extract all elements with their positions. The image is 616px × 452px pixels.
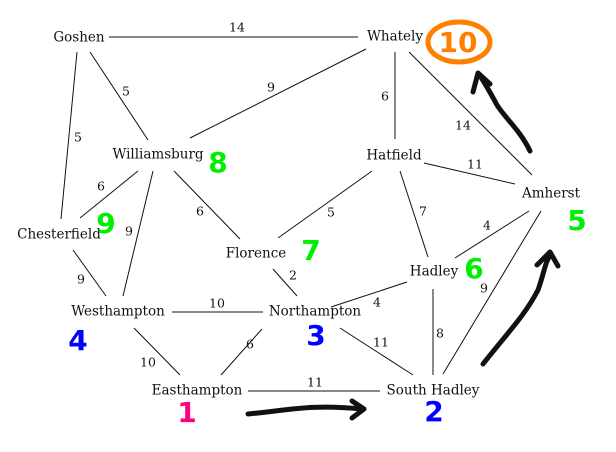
circle-annotation xyxy=(425,19,493,65)
node-williamsburg: Williamsburg xyxy=(112,147,203,163)
edge-weight: 11 xyxy=(467,157,483,172)
edge-weight: 4 xyxy=(373,295,381,310)
edge-line xyxy=(60,51,78,220)
edge-weight: 7 xyxy=(419,204,427,219)
annotation-williamsburg: 8 xyxy=(208,146,227,179)
edge-weight: 6 xyxy=(196,204,204,219)
edge-weight: 4 xyxy=(483,218,491,233)
annotation-westhampton: 4 xyxy=(68,324,87,357)
edge-weight: 10 xyxy=(209,296,225,311)
edge-line xyxy=(133,327,181,376)
edge-line xyxy=(89,51,149,141)
edge-weight: 5 xyxy=(122,84,130,99)
edge-weight: 2 xyxy=(289,268,297,283)
node-chesterfield: Chesterfield xyxy=(17,227,101,243)
node-whately: Whately xyxy=(367,29,423,45)
edge-weight: 9 xyxy=(480,281,488,296)
annotation-hadley: 6 xyxy=(464,252,483,285)
arrow-icon xyxy=(245,398,367,421)
edge-weight: 11 xyxy=(307,375,323,390)
node-hadley: Hadley xyxy=(410,264,459,280)
edge-weight: 9 xyxy=(125,224,133,239)
edge-line xyxy=(277,170,373,239)
annotation-chesterfield: 9 xyxy=(96,207,115,240)
node-westhampton: Westhampton xyxy=(71,304,165,320)
edge-line xyxy=(79,170,139,219)
arrow-icon xyxy=(470,70,533,154)
node-hatfield: Hatfield xyxy=(366,148,422,164)
edge-line xyxy=(423,162,516,185)
edge-line xyxy=(408,51,533,176)
edge-line xyxy=(454,210,530,259)
edge-weight: 14 xyxy=(455,118,471,133)
edge-line xyxy=(189,48,367,139)
edge-line xyxy=(272,268,298,297)
annotation-whately: 10 xyxy=(439,26,478,59)
node-south-hadley: South Hadley xyxy=(387,383,480,399)
edge-line xyxy=(442,210,542,375)
node-florence: Florence xyxy=(226,246,287,262)
node-easthampton: Easthampton xyxy=(152,383,243,399)
edge-line xyxy=(173,170,241,240)
edge-weight: 6 xyxy=(97,179,105,194)
edge-line xyxy=(122,170,154,297)
annotation-northampton: 3 xyxy=(306,319,325,352)
edge-weight: 9 xyxy=(77,272,85,287)
arrow-icon xyxy=(480,249,561,367)
edge-weight: 14 xyxy=(229,20,245,35)
annotation-amherst: 5 xyxy=(567,204,586,237)
node-amherst: Amherst xyxy=(521,186,581,202)
node-goshen: Goshen xyxy=(53,30,105,46)
edge-line xyxy=(72,249,107,297)
edge-line xyxy=(399,170,429,258)
edge-weight: 5 xyxy=(74,130,82,145)
edge-weight: 11 xyxy=(373,335,389,350)
edge-weight: 8 xyxy=(436,326,444,341)
nodes: Goshen Whately Williamsburg Hatfield Amh… xyxy=(17,29,580,399)
edge-weight: 5 xyxy=(327,205,335,220)
edge-line xyxy=(330,281,408,308)
annotations: 10 8 9 7 6 5 4 3 2 1 xyxy=(68,19,587,429)
edge-weight: 6 xyxy=(381,89,389,104)
node-northampton: Northampton xyxy=(269,304,362,320)
edge-line xyxy=(220,328,263,376)
annotation-florence: 7 xyxy=(301,234,320,267)
edge-line xyxy=(339,327,414,376)
edge-weight: 9 xyxy=(267,80,275,95)
annotation-easthampton: 1 xyxy=(177,396,196,429)
edge-weight: 10 xyxy=(140,355,156,370)
annotation-south-hadley: 2 xyxy=(424,395,443,428)
edge-weight: 6 xyxy=(246,337,254,352)
